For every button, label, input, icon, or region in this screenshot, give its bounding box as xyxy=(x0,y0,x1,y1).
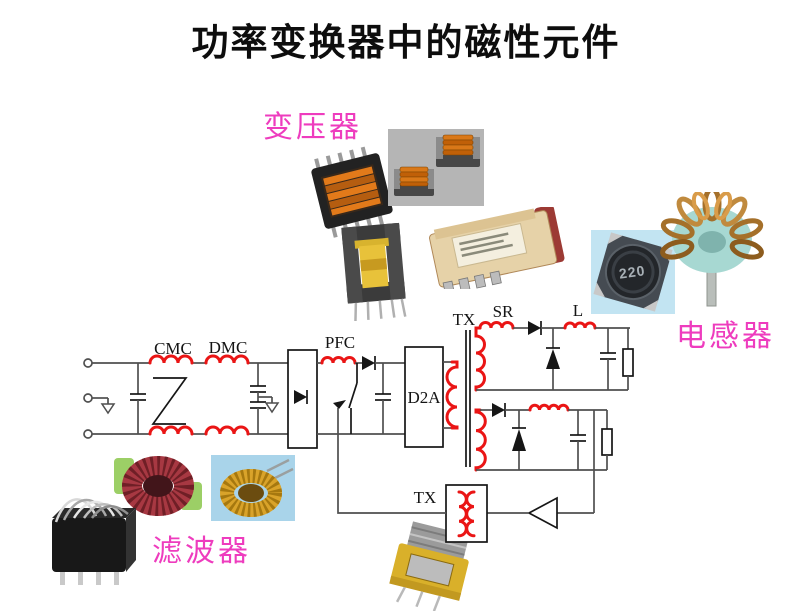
d2a-label: D2A xyxy=(407,388,441,407)
output-branch-2 xyxy=(476,403,613,471)
dmc-winding-bottom xyxy=(204,425,250,436)
output-capacitor-1 xyxy=(600,328,616,390)
input-terminals xyxy=(83,358,116,439)
output-inductor-1 xyxy=(563,321,597,330)
ee-transformer-illustration xyxy=(341,222,407,322)
planar-transformer-b xyxy=(394,166,434,196)
photo-smd-transformer xyxy=(305,144,400,239)
pfc-stage: PFC xyxy=(317,333,405,435)
smd-inductor-illustration: 220 xyxy=(593,232,673,312)
freewheel-diode-2 xyxy=(512,410,526,470)
secondary-winding-1 xyxy=(474,326,486,392)
label-inductor: 电感器 xyxy=(676,320,775,353)
cmc-label: CMC xyxy=(154,339,192,358)
gold-toroid-illustration xyxy=(220,458,294,517)
l-label: L xyxy=(573,301,583,320)
ground-symbol xyxy=(264,402,280,414)
ground-symbol xyxy=(100,403,116,415)
page-title: 功率变换器中的磁性元件 xyxy=(191,23,621,64)
emi-filter-section: CMC DMC xyxy=(92,338,288,436)
red-toroid-illustration xyxy=(114,456,202,516)
pfc-inductor xyxy=(320,356,357,365)
tx-main-label: TX xyxy=(453,310,476,329)
smd-transformer-illustration xyxy=(311,146,393,238)
sr-inductor xyxy=(478,321,515,330)
y-capacitors xyxy=(250,363,280,434)
secondary-winding-2 xyxy=(474,408,487,472)
photo-planar-transformers xyxy=(388,129,484,206)
bulk-capacitor xyxy=(375,363,391,434)
x-capacitor xyxy=(130,363,146,434)
tx-drive-label: TX xyxy=(414,488,437,507)
error-amplifier xyxy=(527,496,558,530)
primary-winding xyxy=(445,360,459,430)
photo-gold-toroid-inductor xyxy=(211,455,295,521)
pfc-switch xyxy=(333,363,358,434)
ei-transformer-illustration xyxy=(389,521,470,611)
label-filter: 滤波器 xyxy=(152,535,251,568)
black-choke-illustration xyxy=(52,498,136,585)
load-resistor-1 xyxy=(622,328,634,390)
bridge-rectifier xyxy=(287,349,318,449)
boost-diode xyxy=(362,356,375,370)
label-transformer: 变压器 xyxy=(263,111,362,144)
main-transformer: TX xyxy=(443,310,487,472)
toroid-vertical-illustration xyxy=(660,192,764,307)
output-capacitor-2 xyxy=(570,410,586,470)
photo-toroid-inductor-vertical xyxy=(657,192,767,309)
flat-transformer-illustration xyxy=(429,207,565,289)
load-resistor-2 xyxy=(601,410,613,470)
dmc-winding-top xyxy=(204,354,250,365)
dmc-label: DMC xyxy=(209,338,248,357)
rectifier-diode-2 xyxy=(492,403,505,417)
gate-arrow xyxy=(333,400,346,409)
dc-ac-converter: D2A xyxy=(404,346,444,448)
cmc-winding-bottom xyxy=(148,425,194,436)
pfc-label: PFC xyxy=(325,333,355,352)
photo-ferrite-ee-transformer xyxy=(331,219,421,323)
cmc-winding-top xyxy=(148,354,194,365)
coupling-z-symbol xyxy=(151,377,188,425)
freewheel-diode-1 xyxy=(546,328,560,390)
photo-flat-planar-transformer xyxy=(423,207,571,289)
photo-smd-power-inductor: 220 xyxy=(591,230,675,314)
photo-yellow-ei-transformer xyxy=(381,519,481,611)
sr-label: SR xyxy=(493,302,514,321)
inductor-marking-text: 220 xyxy=(618,262,646,282)
sr-diode xyxy=(528,321,541,335)
photo-black-cm-choke xyxy=(44,490,144,590)
planar-transformer-a xyxy=(436,134,480,167)
photo-red-toroid-choke xyxy=(114,444,202,528)
output-branch-1: SR L xyxy=(476,301,634,391)
output-inductor-2 xyxy=(528,403,570,412)
